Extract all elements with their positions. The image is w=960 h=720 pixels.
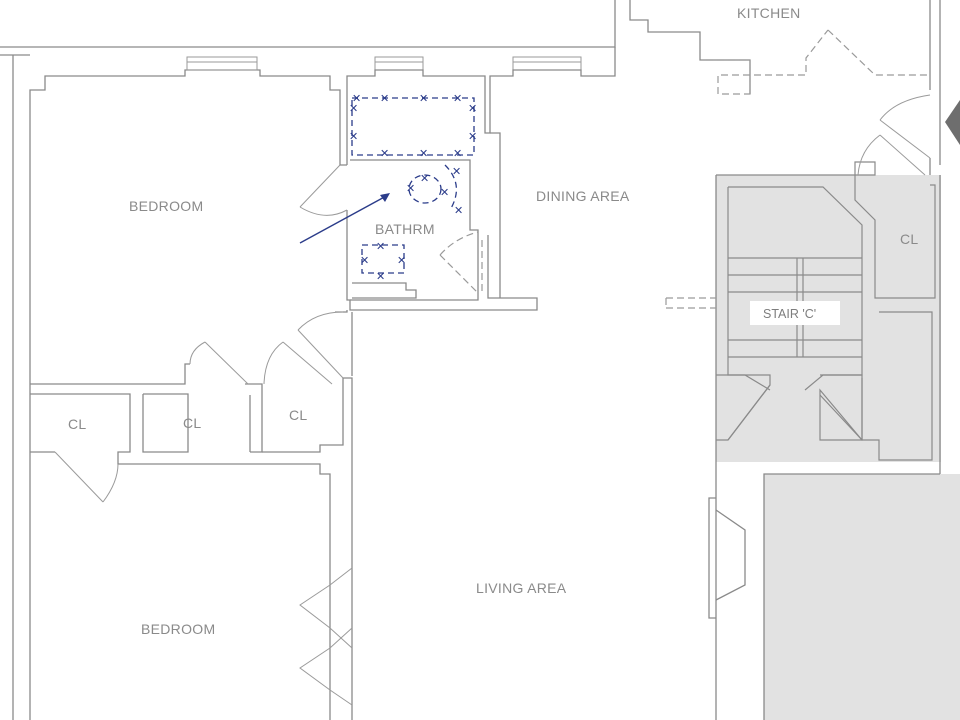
x-mark: ✕ [468,102,477,115]
x-mark: ✕ [349,102,358,115]
x-mark: ✕ [419,147,428,160]
x-mark: ✕ [468,130,477,143]
closet-3-label: CL [289,407,308,423]
x-mark: ✕ [440,186,449,199]
closet-right-label: CL [900,231,919,247]
pointer-line [299,194,389,244]
stair-label: STAIR 'C' [763,307,816,321]
x-mark: ✕ [352,92,361,105]
x-mark: ✕ [360,254,369,267]
kitchen-label: KITCHEN [737,5,801,21]
x-mark: ✕ [453,92,462,105]
closet-2-label: CL [183,415,202,431]
closet-1-label: CL [68,416,87,432]
bedroom-lower-label: BEDROOM [141,621,215,637]
dashed-lines [439,29,930,309]
room-labels: KITCHEN BEDROOM BATHRM DINING AREA CL ST… [68,5,919,637]
bedroom-upper-label: BEDROOM [129,198,203,214]
x-mark: ✕ [376,270,385,283]
x-mark: ✕ [406,182,415,195]
sink-outline [408,174,442,204]
x-mark: ✕ [380,92,389,105]
bath-annotations: ✕ ✕ ✕ ✕ ✕ ✕ ✕ ✕ ✕ ✕ ✕ ✕ ✕ ✕ ✕ ✕ ✕ ✕ ✕ ✕ [299,92,477,283]
x-mark: ✕ [420,172,429,185]
x-mark: ✕ [380,147,389,160]
stair-core [716,161,936,461]
arrow-icon [380,193,390,202]
triangle-icon [945,100,960,145]
x-mark: ✕ [376,240,385,253]
x-mark: ✕ [453,147,462,160]
toilet-outline [361,244,405,274]
x-mark: ✕ [349,130,358,143]
tub-outline [351,97,475,156]
x-mark: ✕ [452,165,461,178]
doors [54,94,931,706]
lower-right-shaded-area [764,474,960,720]
living-label: LIVING AREA [476,580,567,596]
x-mark: ✕ [397,254,406,267]
x-mark: ✕ [419,92,428,105]
fixture-markers: ✕ ✕ ✕ ✕ ✕ ✕ ✕ ✕ ✕ ✕ ✕ ✕ ✕ ✕ ✕ ✕ ✕ ✕ ✕ ✕ [349,92,477,283]
shaded-regions [716,175,960,720]
x-mark: ✕ [454,204,463,217]
stair-label-box [750,301,840,325]
bathroom-label: BATHRM [375,221,435,237]
dining-label: DINING AREA [536,188,630,204]
